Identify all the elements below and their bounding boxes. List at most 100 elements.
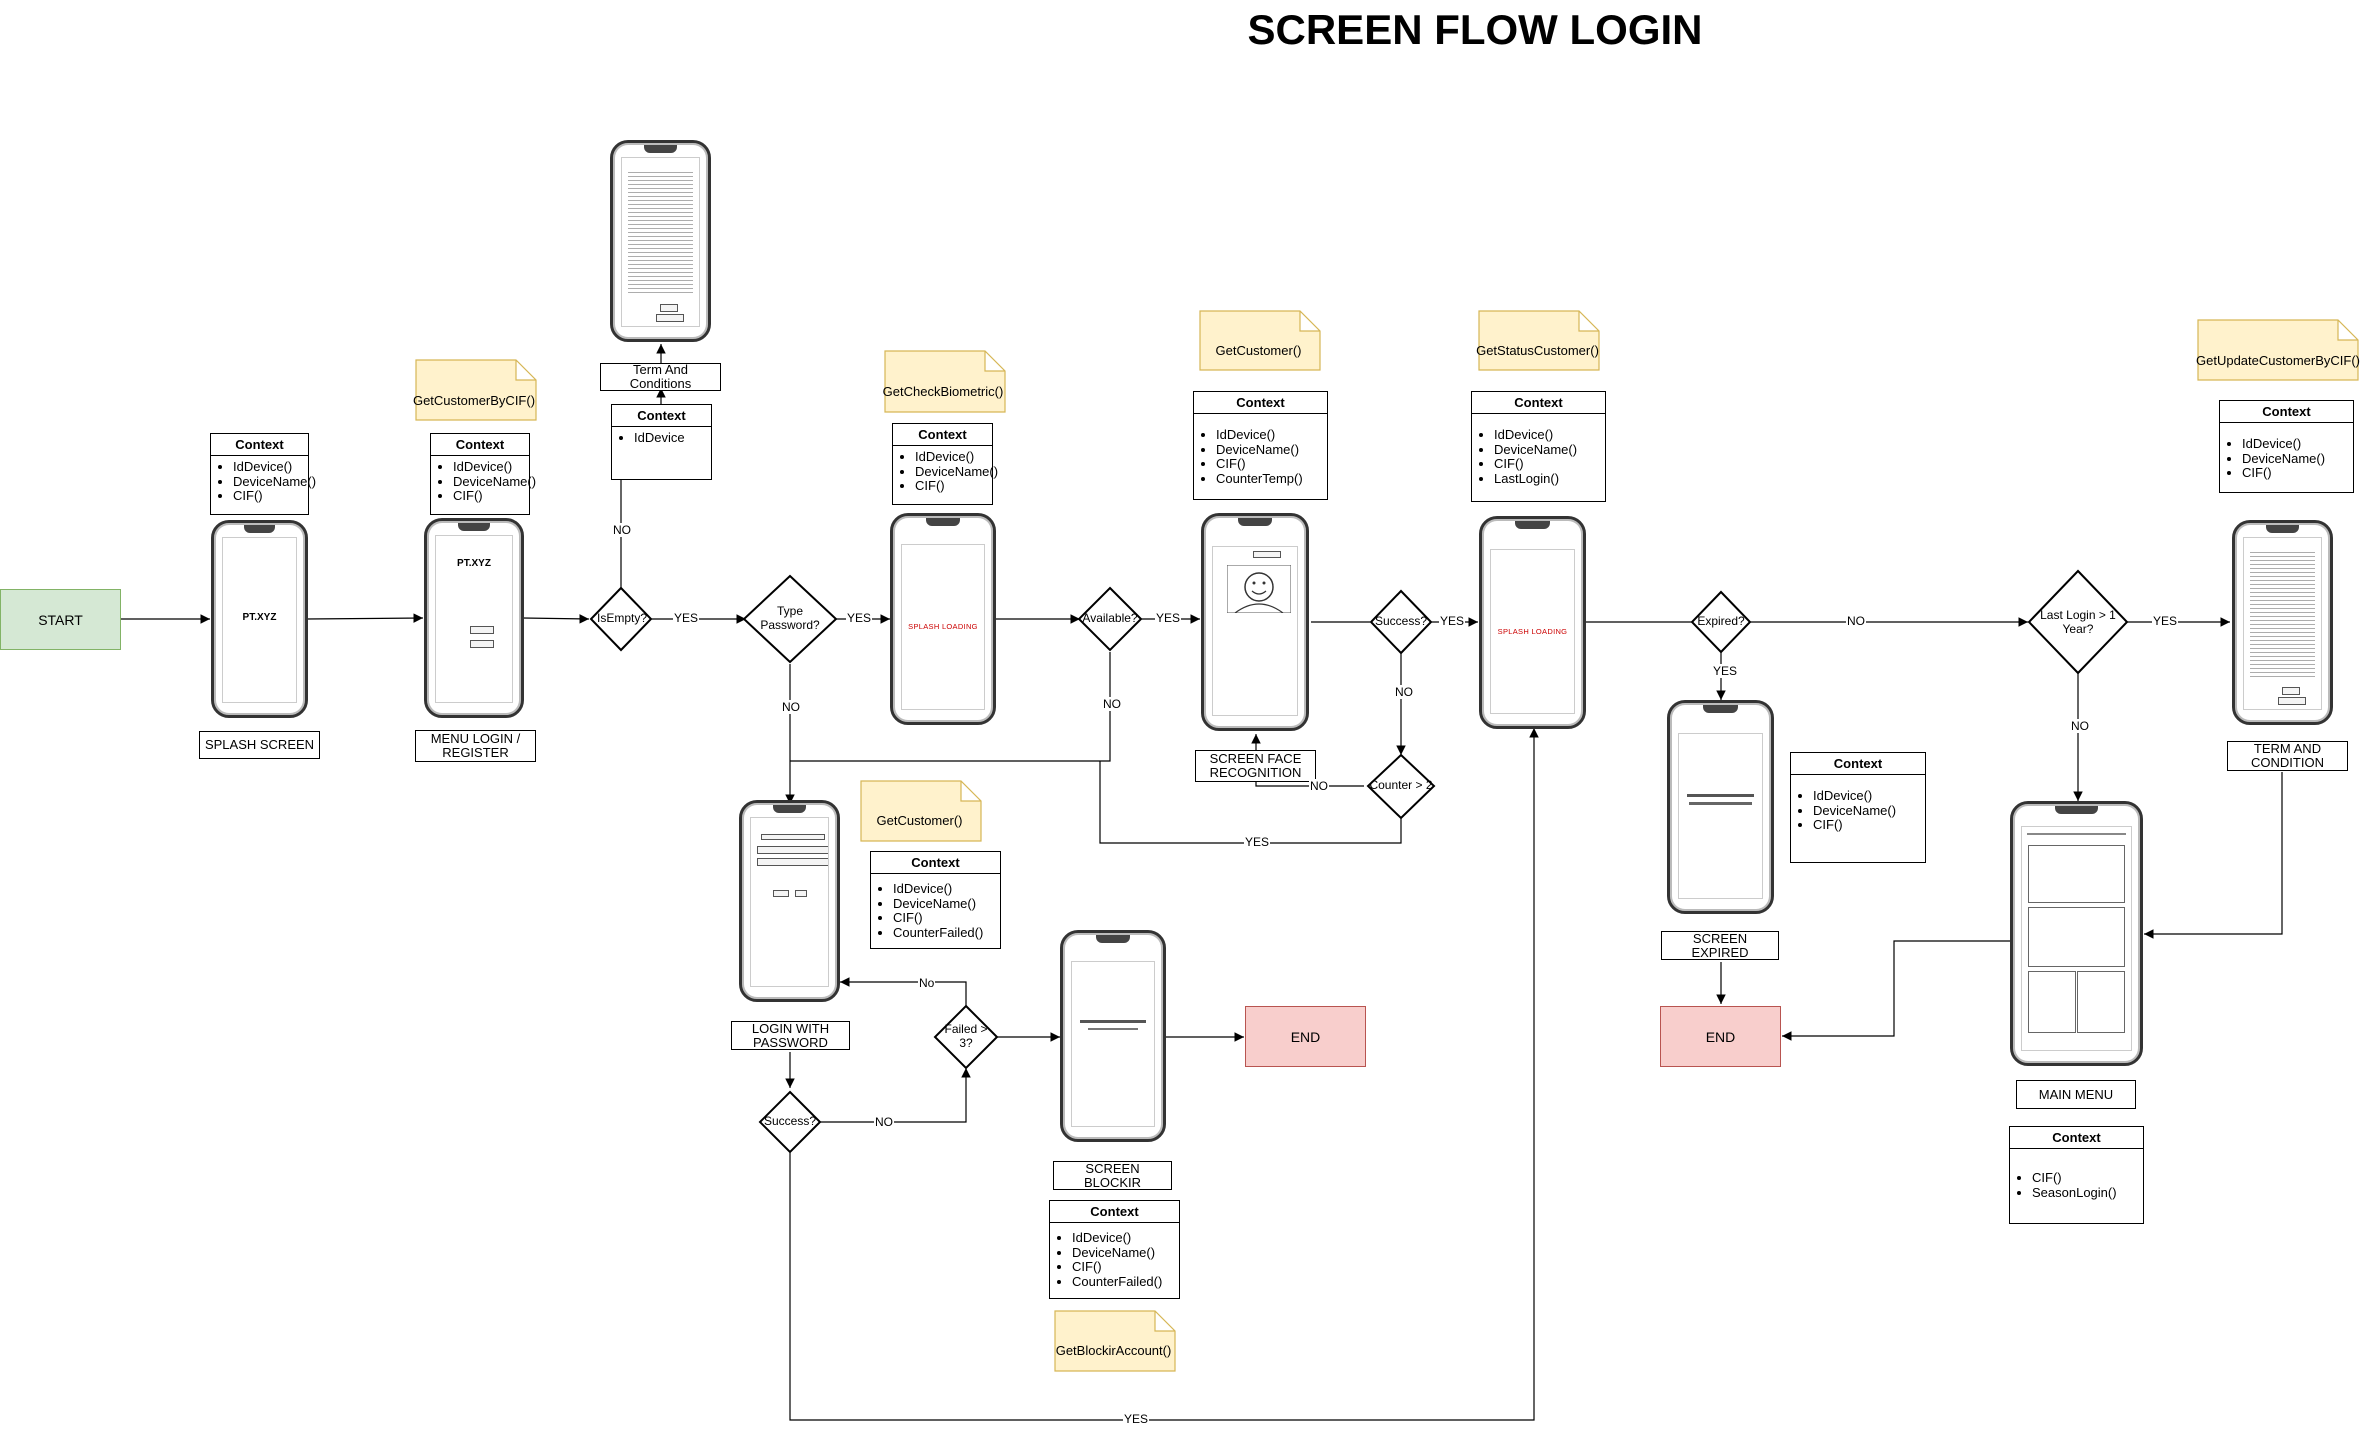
edge-splash-menu [305, 613, 424, 623]
face-icon [1227, 565, 1291, 613]
phone-menu-text: PT.XYZ [457, 558, 491, 569]
decision-lastlogin [2027, 569, 2129, 675]
label-splash-screen: SPLASH SCREEN [199, 731, 320, 759]
phone-login-password [739, 800, 840, 1002]
note-get-update-customer: GetUpdateCustomerByCIF() [2196, 352, 2360, 368]
decision-counter-label: Counter > 2 [1369, 778, 1433, 792]
context-item: DeviceName() [2242, 451, 2353, 467]
edge-label-no: NO [1846, 614, 1866, 628]
context-item: DeviceName() [893, 896, 1000, 912]
note-shape-7 [1054, 1310, 1176, 1372]
context-item: DeviceName() [233, 474, 316, 490]
note-shape-5 [2197, 319, 2359, 381]
edge-available-no [790, 652, 1111, 762]
decision-success-pwd [758, 1090, 822, 1154]
decision-isempty-label: IsEmpty? [596, 611, 647, 625]
context-item: IdDevice() [1494, 427, 1605, 443]
context-item: IdDevice() [233, 459, 308, 475]
context-item: CIF() [2242, 465, 2353, 481]
start-node: START [0, 589, 121, 650]
context-header: Context [431, 434, 529, 456]
decision-success-pwd-label: Success? [763, 1114, 817, 1128]
context-item: IdDevice() [1072, 1230, 1179, 1246]
edge-success-failed [820, 1068, 971, 1123]
note-shape-2 [884, 350, 1006, 413]
context-item: IdDevice() [453, 459, 529, 475]
edge-label-no: NO [1309, 779, 1329, 793]
context-menu: Context IdDevice()DeviceName()CIF() [430, 433, 536, 515]
context-item: CIF() [2032, 1170, 2143, 1186]
context-item: IdDevice() [2242, 436, 2353, 452]
context-expired: Context IdDevice()DeviceName()CIF() [1790, 752, 1926, 863]
context-face: Context IdDevice()DeviceName()CIF()Count… [1193, 391, 1328, 500]
context-header: Context [893, 424, 992, 446]
context-header: Context [1791, 753, 1925, 775]
context-terms: Context IdDevice [611, 404, 712, 480]
edge-label-yes: YES [1439, 614, 1466, 628]
end-node-expired: END [1660, 1006, 1781, 1067]
context-header: Context [1050, 1201, 1179, 1223]
note-get-customer-2: GetCustomer() [876, 813, 963, 828]
context-header: Context [1472, 392, 1605, 414]
decision-typepwd-label: Type Password? [760, 604, 820, 632]
context-item: IdDevice() [915, 449, 992, 465]
decision-success-face [1369, 589, 1433, 655]
label-face: SCREEN FACE RECOGNITION [1195, 750, 1316, 782]
context-item: CIF() [1216, 456, 1327, 472]
context-item: LastLogin() [1494, 471, 1605, 487]
label-term-condition: TERM AND CONDITION [2227, 741, 2348, 771]
label-terms-top: Term And Conditions [600, 363, 721, 391]
context-item: CIF() [915, 478, 992, 494]
context-item: IdDevice() [1216, 427, 1327, 443]
edge-label-no: NO [1394, 685, 1414, 699]
context-item: CounterFailed() [1072, 1274, 1179, 1290]
decision-failed [933, 1004, 999, 1070]
context-header: Context [2010, 1127, 2143, 1149]
note-shape-3 [1199, 310, 1321, 371]
context-item: IdDevice [634, 430, 711, 446]
note-get-status-customer: GetStatusCustomer() [1476, 342, 1599, 358]
context-item: DeviceName() [453, 474, 536, 490]
edge-label-yes: YES [1123, 1412, 1150, 1426]
context-item: DeviceName() [1813, 803, 1925, 819]
context-item: CIF() [1813, 817, 1925, 833]
note-get-customer-by-cif: GetCustomerByCIF() [412, 392, 536, 408]
context-main-menu: Context CIF()SeasonLogin() [2009, 1126, 2144, 1224]
decision-typepwd [742, 574, 838, 664]
context-item: CIF() [893, 910, 1000, 926]
loading-text-2: SPLASH LOADING [1497, 626, 1568, 636]
phone-term-condition [2232, 520, 2333, 725]
note-shape-1 [415, 359, 537, 421]
edge-success-loading2-yes [789, 728, 1539, 1421]
context-item: DeviceName() [1216, 442, 1327, 458]
context-item: CounterTemp() [1216, 471, 1327, 487]
context-header: Context [871, 852, 1000, 874]
edge-label-no: NO [2070, 719, 2090, 733]
edge-label-no: NO [612, 523, 632, 537]
diagram-title: SCREEN FLOW LOGIN [1247, 6, 1703, 53]
loading-text-1: SPLASH LOADING [908, 622, 978, 632]
context-header: Context [612, 405, 711, 427]
phone-splash-loading-2: SPLASH LOADING [1479, 516, 1586, 729]
decision-success-face-label: Success? [1374, 614, 1428, 628]
context-splash: Context IdDevice()DeviceName()CIF() [210, 433, 316, 515]
decision-isempty [589, 586, 653, 652]
note-get-customer-1: GetCustomer() [1215, 342, 1302, 358]
edge-label-no-mixed: No [918, 976, 936, 990]
context-item: CIF() [453, 488, 529, 504]
phone-splash-text: PT.XYZ [242, 611, 277, 623]
edge-term-main [2144, 772, 2283, 939]
context-item: CIF() [1072, 1259, 1179, 1275]
note-get-check-biometric: GetCheckBiometric() [882, 383, 1004, 399]
edge-label-no: NO [781, 700, 801, 714]
edge-label-no: NO [1102, 697, 1122, 711]
context-password: Context IdDevice()DeviceName()CIF()Count… [870, 851, 1001, 949]
context-item: CIF() [233, 488, 308, 504]
edge-label-yes: YES [1712, 664, 1739, 678]
context-item: IdDevice() [1813, 788, 1925, 804]
label-main-menu: MAIN MENU [2016, 1080, 2136, 1109]
edge-main-end [1782, 940, 2010, 1041]
edge-menu-isempty [522, 614, 590, 624]
context-item: DeviceName() [915, 464, 998, 480]
